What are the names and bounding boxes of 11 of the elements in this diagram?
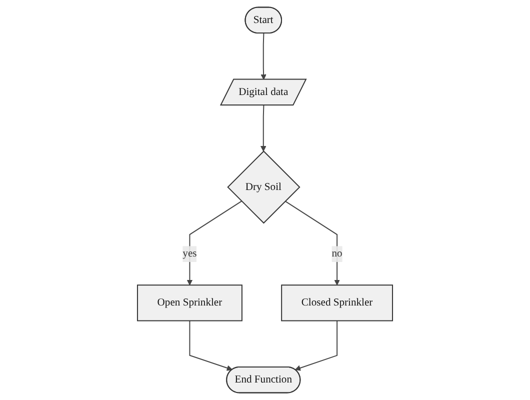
arrow bbox=[284, 200, 340, 286]
edge-label: no bbox=[332, 248, 342, 260]
arrow bbox=[260, 32, 266, 80]
node-box: Closed Sprinkler bbox=[281, 284, 393, 322]
arrow bbox=[189, 320, 233, 371]
arrow bbox=[186, 200, 242, 286]
edge-label: yes bbox=[182, 248, 197, 260]
node-box: Open Sprinkler bbox=[137, 284, 242, 322]
arrow bbox=[260, 104, 266, 152]
node-diamond: Dry Soil bbox=[227, 150, 300, 224]
arrow bbox=[294, 320, 338, 371]
